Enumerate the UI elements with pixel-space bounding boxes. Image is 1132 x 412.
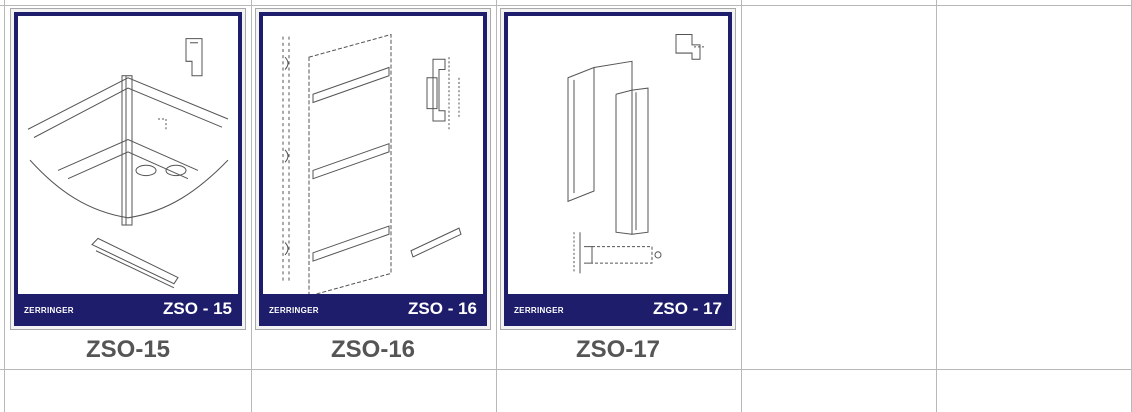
product-card-zso-15[interactable]: ZERRINGER ZSO - 15 bbox=[10, 8, 246, 330]
product-card-zso-16[interactable]: ZERRINGER ZSO - 16 bbox=[255, 8, 491, 330]
column-divider bbox=[741, 0, 742, 412]
product-label-band: ZERRINGER ZSO - 16 bbox=[263, 294, 483, 322]
model-badge: ZSO - 17 bbox=[653, 299, 722, 318]
product-image-frame: ZERRINGER ZSO - 15 bbox=[14, 12, 242, 326]
column-divider bbox=[251, 0, 252, 412]
product-caption-zso-16[interactable]: ZSO-16 bbox=[330, 336, 416, 363]
brand-label: ZERRINGER bbox=[24, 306, 74, 315]
column-divider bbox=[496, 0, 497, 412]
product-caption-zso-15[interactable]: ZSO-15 bbox=[85, 336, 171, 363]
model-badge: ZSO - 15 bbox=[163, 299, 232, 318]
product-card-zso-17[interactable]: ZERRINGER ZSO - 17 bbox=[500, 8, 736, 330]
product-drawing-zso-16 bbox=[263, 16, 483, 294]
product-image-frame: ZERRINGER ZSO - 16 bbox=[259, 12, 487, 326]
product-label-band: ZERRINGER ZSO - 17 bbox=[508, 294, 728, 322]
product-image-frame: ZERRINGER ZSO - 17 bbox=[504, 12, 732, 326]
table-border-top bbox=[0, 5, 1132, 6]
product-caption-zso-17[interactable]: ZSO-17 bbox=[575, 336, 661, 363]
table-row-divider bbox=[0, 369, 1132, 370]
brand-label: ZERRINGER bbox=[269, 306, 319, 315]
product-drawing-zso-15 bbox=[18, 16, 238, 294]
brand-label: ZERRINGER bbox=[514, 306, 564, 315]
column-divider bbox=[936, 0, 937, 412]
product-drawing-zso-17 bbox=[508, 16, 728, 294]
product-label-band: ZERRINGER ZSO - 15 bbox=[18, 294, 238, 322]
model-badge: ZSO - 16 bbox=[408, 299, 477, 318]
column-divider bbox=[4, 0, 5, 412]
